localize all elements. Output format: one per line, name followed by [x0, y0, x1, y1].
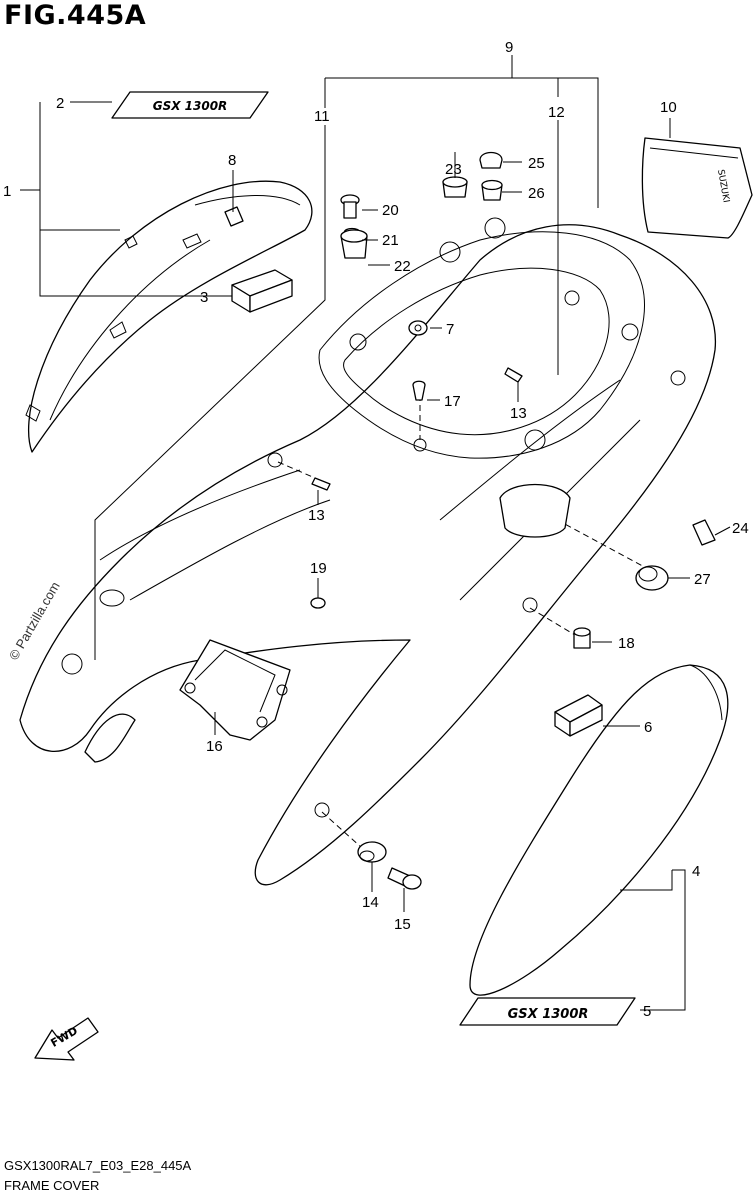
screw-20[interactable] — [340, 194, 360, 219]
callout-10: 10 — [660, 99, 677, 116]
cap-25[interactable] — [479, 151, 503, 169]
dash-line-14 — [321, 811, 363, 849]
callout-15: 15 — [394, 916, 411, 933]
callout-27: 27 — [694, 571, 711, 588]
decal-bottom-text: GSX 1300R — [508, 1007, 589, 1022]
decal-top[interactable]: GSX 1300R — [111, 91, 269, 119]
callout-3: 3 — [200, 289, 208, 306]
left-frame-cover[interactable] — [25, 180, 313, 453]
callout-6: 6 — [644, 719, 652, 736]
callout-25: 25 — [528, 155, 545, 172]
callout-17: 17 — [444, 393, 461, 410]
tail-cover-10[interactable]: SUZUKI — [641, 137, 753, 239]
grommet-18[interactable] — [573, 627, 591, 649]
callouts: 1 2 3 4 5 6 7 8 9 10 11 12 13 13 14 15 1… — [3, 39, 749, 1020]
grommet-23[interactable] — [442, 176, 468, 198]
plug-27[interactable] — [635, 565, 669, 591]
bracket-16[interactable] — [179, 639, 291, 741]
model-code: GSX1300RAL7_E03_E28_445A — [4, 1158, 192, 1173]
callout-8: 8 — [228, 152, 236, 169]
clip-17[interactable] — [412, 380, 426, 401]
grommet-26[interactable] — [481, 179, 503, 201]
callout-9: 9 — [505, 39, 513, 56]
grommet-22[interactable] — [340, 229, 368, 259]
callout-23: 23 — [445, 161, 462, 178]
dash-line-18 — [529, 607, 576, 636]
callout-7: 7 — [446, 321, 454, 338]
callout-5: 5 — [643, 1003, 651, 1020]
section-name: FRAME COVER — [4, 1178, 100, 1193]
callout-12: 12 — [548, 104, 565, 121]
cushion-3[interactable] — [231, 269, 293, 313]
callout-21: 21 — [382, 232, 399, 249]
right-frame-cover[interactable] — [469, 664, 729, 996]
callout-11: 11 — [314, 108, 330, 125]
grommet-14[interactable] — [357, 841, 387, 863]
cushion-24[interactable] — [692, 519, 716, 546]
bolt-15[interactable] — [387, 867, 422, 890]
dash-line-13a — [277, 461, 316, 479]
callout-4: 4 — [692, 863, 700, 880]
callout-22: 22 — [394, 258, 411, 275]
left-insert[interactable] — [84, 713, 136, 763]
fwd-arrow-icon: FWD — [34, 1017, 99, 1061]
nut-7[interactable] — [408, 320, 428, 336]
callout-1: 1 — [3, 183, 11, 200]
cushion-block[interactable] — [499, 483, 571, 538]
screw-13-lower[interactable] — [311, 477, 331, 491]
callout-14: 14 — [362, 894, 379, 911]
callout-16: 16 — [206, 738, 223, 755]
callout-19: 19 — [310, 560, 327, 577]
callout-13-lower: 13 — [308, 507, 325, 524]
decal-bottom[interactable]: GSX 1300R — [459, 997, 636, 1026]
figure-title: FIG.445A — [4, 0, 147, 31]
callout-2: 2 — [56, 95, 64, 112]
callout-13-upper: 13 — [510, 405, 527, 422]
callout-24: 24 — [732, 520, 749, 537]
cushion-6[interactable] — [554, 694, 603, 737]
clip-19[interactable] — [310, 597, 326, 609]
leader-lines — [20, 55, 731, 1011]
callout-18: 18 — [618, 635, 635, 652]
callout-20: 20 — [382, 202, 399, 219]
decal-top-text: GSX 1300R — [153, 99, 228, 113]
callout-26: 26 — [528, 185, 545, 202]
